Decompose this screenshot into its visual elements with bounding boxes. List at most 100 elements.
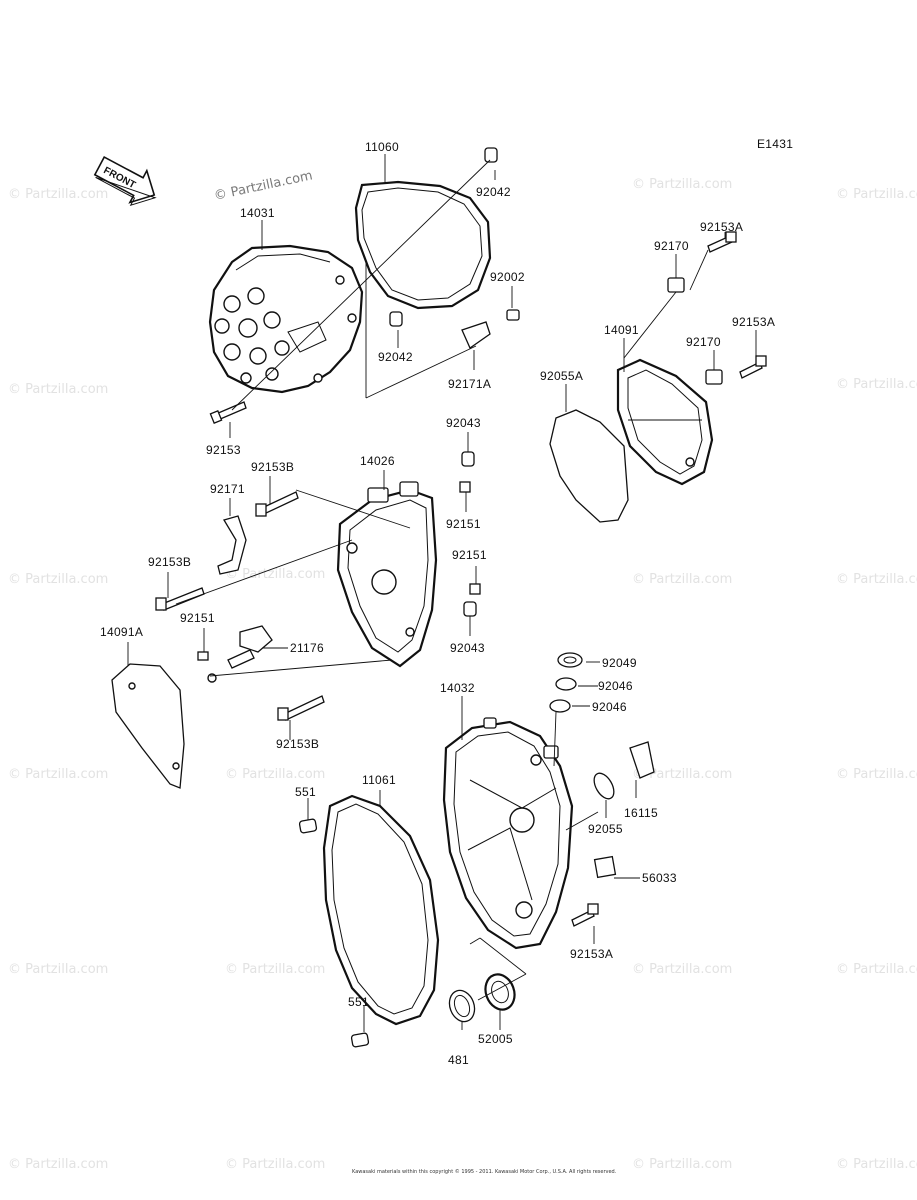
clamp-92171A <box>461 321 491 349</box>
watermark-tile: © Partzilla.com <box>8 962 108 977</box>
label-92055A: 92055A <box>540 369 583 383</box>
label-92151-c: 92151 <box>180 611 215 625</box>
leader-lines-upper <box>229 154 513 438</box>
label-551-bottom: 551 <box>348 995 369 1009</box>
oring-92055 <box>593 772 615 800</box>
generator-cover-14031 <box>208 244 364 394</box>
bearing-92046-b <box>549 699 571 713</box>
watermark-tile: © Partzilla.com <box>632 572 732 587</box>
label-551-top: 551 <box>295 785 316 799</box>
dowel-92043-top <box>461 451 475 467</box>
label-14026: 14026 <box>360 454 395 468</box>
label-92043-top: 92043 <box>446 416 481 430</box>
label-92046-b: 92046 <box>592 700 627 714</box>
bearing-92046-a <box>555 677 577 691</box>
diagram-code: E1431 <box>757 137 793 151</box>
clamp-92171 <box>217 515 247 575</box>
watermark-tile: © Partzilla.com <box>8 572 108 587</box>
bolt-92153B-left <box>155 587 205 611</box>
gasket-92055A <box>549 409 629 523</box>
part-labels: 11060 92042 14031 92042 92002 92171A 921… <box>100 140 775 1067</box>
oilseal-52005 <box>484 973 516 1011</box>
label-11061: 11061 <box>362 773 396 787</box>
label-92049: 92049 <box>602 656 637 670</box>
bolt-92151-a <box>459 481 471 493</box>
label-14032: 14032 <box>440 681 475 695</box>
watermark-tile: © Partzilla.com <box>225 767 325 782</box>
label-92153A-top: 92153A <box>700 220 743 234</box>
watermark-tile: © Partzilla.com <box>836 767 917 782</box>
front-arrow-icon: FRONT <box>93 156 157 207</box>
watermark-tile: © Partzilla.com <box>632 1157 732 1172</box>
bolt-92151-c <box>197 651 209 661</box>
watermark-tile: © Partzilla.com <box>8 382 108 397</box>
seal-92049 <box>557 652 583 668</box>
clutch-cover-14032 <box>442 717 574 950</box>
label-52005: 52005 <box>478 1032 513 1046</box>
label-11060: 11060 <box>365 140 399 154</box>
label-92042-top: 92042 <box>476 185 511 199</box>
dowel-551-top <box>298 818 318 834</box>
label-92170-lower: 92170 <box>686 335 721 349</box>
label-56033: 56033 <box>642 871 677 885</box>
watermark-tile: © Partzilla.com <box>632 177 732 192</box>
watermark-tile: © Partzilla.com <box>836 962 917 977</box>
label-56033 <box>593 855 617 879</box>
label-92153A-bottom: 92153A <box>570 947 613 961</box>
circlip-481 <box>448 989 476 1023</box>
cap-16115 <box>629 741 655 779</box>
bolt-92153A-bottom <box>571 903 599 927</box>
leader-lines-middle <box>127 432 477 740</box>
label-92042-lower: 92042 <box>378 350 413 364</box>
watermark-tile: © Partzilla.com <box>632 962 732 977</box>
leader-lines-right <box>565 232 757 412</box>
label-92055: 92055 <box>588 822 623 836</box>
label-481: 481 <box>448 1053 469 1067</box>
label-92151-a: 92151 <box>446 517 481 531</box>
cover-plate-14091A <box>111 663 185 789</box>
label-14091A: 14091A <box>100 625 143 639</box>
watermark-main: © Partzilla.com <box>213 168 314 204</box>
bolt-92153 <box>209 401 247 424</box>
watermark-tile: © Partzilla.com <box>836 377 917 392</box>
watermark-tile: © Partzilla.com <box>632 767 732 782</box>
label-14091: 14091 <box>604 323 639 337</box>
watermark-tile: © Partzilla.com <box>225 567 325 582</box>
dowel-92043-lower <box>463 601 477 617</box>
bolt-92151-b <box>469 583 481 595</box>
label-92002: 92002 <box>490 270 525 284</box>
bolt-92153A-top <box>707 231 737 253</box>
label-92153B-bottom: 92153B <box>276 737 319 751</box>
dowel-92042-top <box>484 147 498 163</box>
bolt-92153B-top <box>255 491 299 517</box>
dowel-92042-lower <box>389 311 403 327</box>
label-92151-b: 92151 <box>452 548 487 562</box>
bolt-92153B-bottom <box>277 695 325 721</box>
cover-14026 <box>336 481 438 668</box>
gasket-11060 <box>354 180 492 310</box>
watermark-tile: © Partzilla.com <box>836 1157 917 1172</box>
leader-lines-lower <box>307 661 640 1032</box>
label-92170-top: 92170 <box>654 239 689 253</box>
gasket-11061 <box>322 794 440 1026</box>
clamp-92170-lower <box>705 369 723 385</box>
label-16115: 16115 <box>624 806 658 820</box>
bolt-92002 <box>506 309 520 321</box>
label-92043-lower: 92043 <box>450 641 485 655</box>
watermark-tile: © Partzilla.com <box>225 962 325 977</box>
label-92153A-mid: 92153A <box>732 315 775 329</box>
label-92046-a: 92046 <box>598 679 633 693</box>
watermark-tile: © Partzilla.com <box>836 572 917 587</box>
label-21176: 21176 <box>290 641 324 655</box>
watermark-tile: © Partzilla.com <box>8 767 108 782</box>
label-92153B-left: 92153B <box>148 555 191 569</box>
label-14031: 14031 <box>240 206 275 220</box>
clamp-92170-top <box>667 277 685 293</box>
watermark-tile: © Partzilla.com <box>225 1157 325 1172</box>
label-92153B-top: 92153B <box>251 460 294 474</box>
watermark-tile: © Partzilla.com <box>8 1157 108 1172</box>
label-92171: 92171 <box>210 482 245 496</box>
watermark-tile: © Partzilla.com <box>8 187 108 202</box>
cover-14091 <box>616 358 714 486</box>
